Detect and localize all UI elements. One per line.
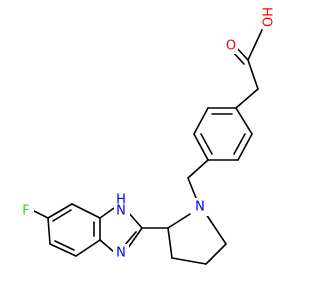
- hydrogen-imidazole-label: H: [116, 193, 126, 208]
- bond-ch2-n: [187, 177, 197, 199]
- bond-imid-1: [127, 211, 143, 229]
- fluorine-label: F: [22, 204, 29, 219]
- bond-ring-a5: [193, 107, 209, 135]
- nitrogen-imidazole-label: N: [116, 246, 126, 261]
- atom-fluorine: F: [18, 202, 34, 220]
- atom-oxygen-hydroxyl: OH: [254, 7, 284, 27]
- bond-ring-a2: [237, 133, 253, 161]
- bond-ring-b-inner2: [54, 240, 75, 251]
- bond-pyr-4: [167, 227, 173, 259]
- bond-ring-b2: [75, 239, 101, 257]
- bond-ring-b-inner3: [52, 209, 72, 222]
- bond-ring-b3: [49, 243, 77, 257]
- bond-ring-a4: [193, 133, 209, 161]
- atom-nitrogen-imidazole: N: [113, 244, 129, 262]
- bond-c-oh: [247, 29, 263, 61]
- bond-pyr-5: [167, 213, 191, 229]
- bond-c-ch2: [247, 59, 259, 90]
- bond-pyr-1: [205, 213, 227, 245]
- oxygen-carbonyl-label: O: [226, 39, 236, 54]
- bond-ring-a1: [235, 107, 253, 135]
- bond-pyr-3: [171, 257, 207, 265]
- atom-nitrogen-pyrrolidine: N: [192, 198, 208, 216]
- nitrogen-imidazole-h-label: N: [116, 204, 126, 219]
- bond-ring-b6: [71, 203, 101, 219]
- bond-imid-4: [99, 239, 115, 253]
- oxygen-hydroxyl-label: OH: [262, 7, 277, 27]
- bond-ring-ch2: [187, 159, 209, 179]
- bond-ring-a-inner3: [200, 133, 213, 155]
- bonds: [31, 29, 263, 265]
- bond-ch2-ring: [235, 88, 259, 109]
- bond-ring-b5: [47, 203, 73, 219]
- atom-oxygen-carbonyl: O: [224, 38, 238, 54]
- bond-c-f: [31, 209, 49, 219]
- bond-pyr-2: [205, 243, 227, 265]
- bond-ring-b4: [47, 217, 51, 245]
- nitrogen-pyrrolidine-label: N: [195, 200, 205, 215]
- bond-imid-2: [127, 227, 143, 249]
- bond-imid-2b: [123, 231, 137, 247]
- bond-imid-3: [99, 207, 115, 219]
- atom-nitrogen-imidazole-nh: H N: [114, 193, 130, 220]
- atom-labels: O OH N H N N F: [18, 7, 284, 262]
- bond-ring-a-inner2: [233, 133, 246, 155]
- molecule-structure-diagram: O OH N H N N F: [18, 6, 284, 265]
